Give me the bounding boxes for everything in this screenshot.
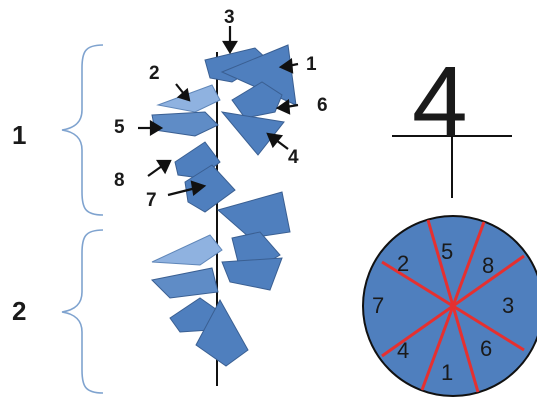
shape-12 [150,267,219,299]
arrow-8 [147,165,163,177]
group-2-bracket [61,229,104,394]
shape-9 [216,191,291,239]
divider-4 [381,260,525,352]
element-label-4: 4 [288,147,299,168]
arrow-2-head [176,87,191,102]
phyllotaxis-circle [362,215,537,397]
arrow-3-head [222,40,238,55]
arrow-6-head [275,99,291,115]
group-1-label: 1 [12,120,27,150]
element-label-8: 8 [114,170,125,191]
group-1-bracket [61,44,104,216]
shape-7 [184,164,236,213]
group-2-label: 2 [12,296,27,326]
element-label-5: 5 [114,117,125,138]
shape-5 [151,111,219,137]
arrow-7-head [190,180,207,197]
segment-label-1: 1 [441,360,454,385]
shape-10 [151,234,223,266]
segment-label-6: 6 [480,336,493,361]
shape-13 [221,257,283,291]
segment-label-8: 8 [482,253,495,278]
arrow-5-head [149,120,164,136]
element-label-2: 2 [149,63,160,84]
arrow-7 [167,186,197,197]
element-label-6: 6 [317,95,328,116]
segment-label-3: 3 [502,293,515,318]
arrow-4-head [266,132,284,149]
segment-label-2: 2 [397,251,410,276]
segment-label-5: 5 [441,239,454,264]
arrow-8-head [155,159,172,175]
element-label-1: 1 [306,54,317,75]
symbol-four: 4 [412,46,468,158]
arrow-1-head [278,58,294,74]
element-label-7: 7 [146,190,157,211]
segment-label-7: 7 [372,293,385,318]
shape-15 [195,298,249,367]
shape-4 [220,111,285,156]
element-label-3: 3 [224,7,235,28]
segment-label-4: 4 [397,338,410,363]
